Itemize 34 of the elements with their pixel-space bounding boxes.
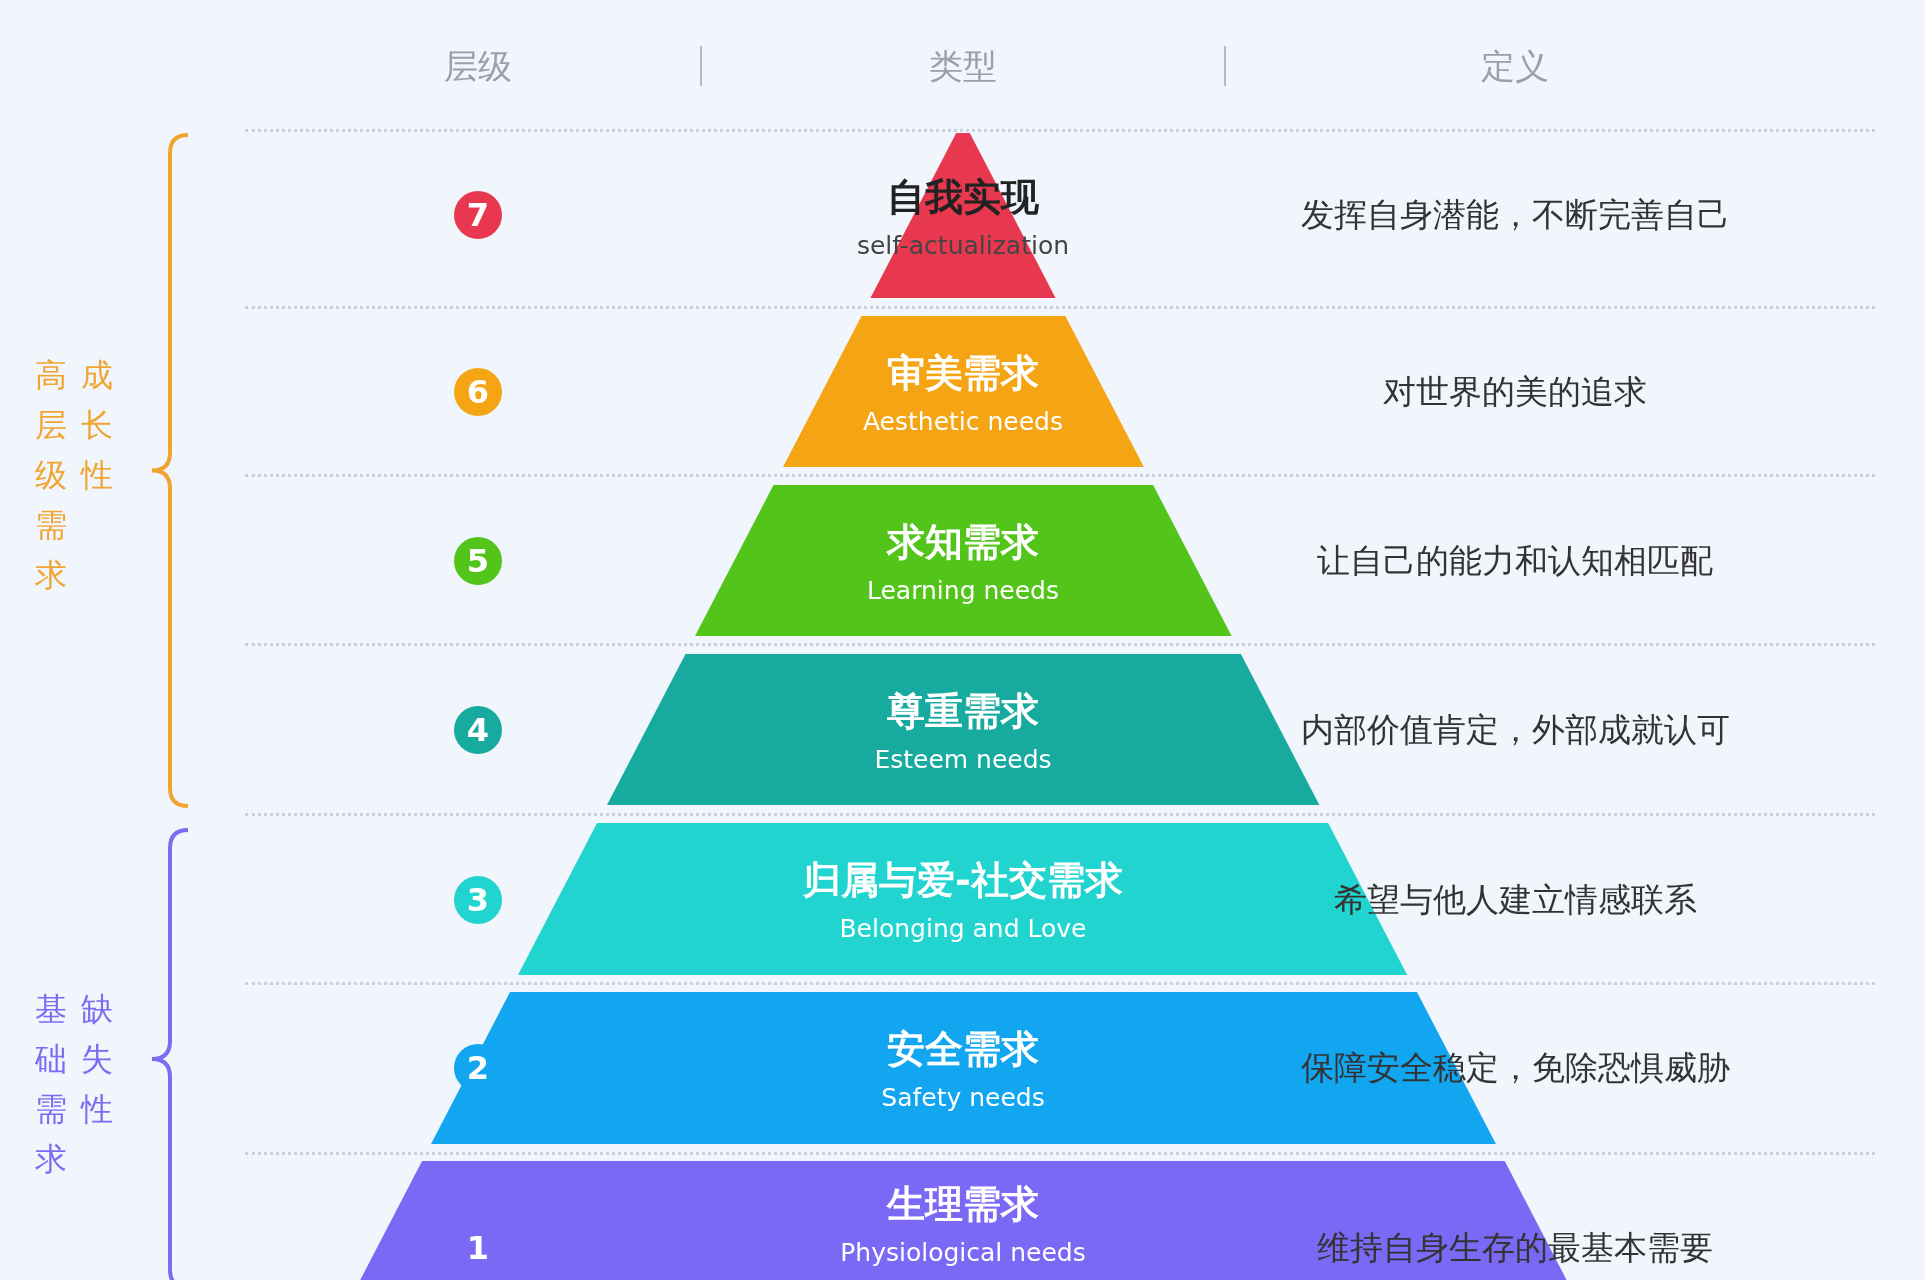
level-badge: 4 — [454, 706, 502, 754]
definition-text: 希望与他人建立情感联系 — [1333, 878, 1697, 921]
level-badge: 3 — [454, 876, 502, 924]
tier-subtitle: Safety needs — [881, 1083, 1045, 1112]
tier-subtitle: Aesthetic needs — [862, 406, 1063, 436]
column-header: 定义 — [1481, 45, 1549, 88]
tier-title: 求知需求 — [887, 518, 1039, 566]
column-header: 层级 — [444, 45, 512, 88]
pyramid-tier — [430, 992, 1496, 1144]
tier-title: 生理需求 — [887, 1181, 1039, 1228]
group-label: 高层级需求 — [34, 355, 68, 596]
tier-title: 归属与爱-社交需求 — [803, 857, 1123, 904]
pyramid-tier — [782, 316, 1144, 467]
tier-title: 安全需求 — [887, 1026, 1039, 1073]
tier-title: 自我实现 — [887, 173, 1039, 221]
definition-text: 对世界的美的追求 — [1383, 370, 1647, 413]
tier-subtitle: Learning needs — [867, 575, 1059, 605]
definition-text: 维持自身生存的最基本需要 — [1317, 1226, 1713, 1269]
tier-subtitle: Esteem needs — [874, 744, 1052, 774]
definition-text: 内部价值肯定，外部成就认可 — [1300, 708, 1730, 751]
tier-title: 尊重需求 — [887, 687, 1039, 735]
definition-text: 让自己的能力和认知相匹配 — [1317, 539, 1713, 582]
tier-subtitle: Belonging and Love — [839, 914, 1087, 943]
level-badge: 7 — [454, 191, 502, 239]
tier-subtitle: Physiological needs — [840, 1238, 1086, 1267]
tier-title: 审美需求 — [887, 349, 1039, 397]
level-badge: 6 — [454, 368, 502, 416]
group-label: 基础需求 — [34, 989, 68, 1180]
level-badge: 5 — [454, 537, 502, 585]
column-header: 类型 — [929, 45, 997, 88]
definition-text: 发挥自身潜能，不断完善自己 — [1300, 193, 1730, 236]
pyramid-tier — [694, 485, 1232, 636]
group-label: 成长性 — [80, 355, 114, 496]
group-label: 缺失性 — [80, 989, 114, 1130]
